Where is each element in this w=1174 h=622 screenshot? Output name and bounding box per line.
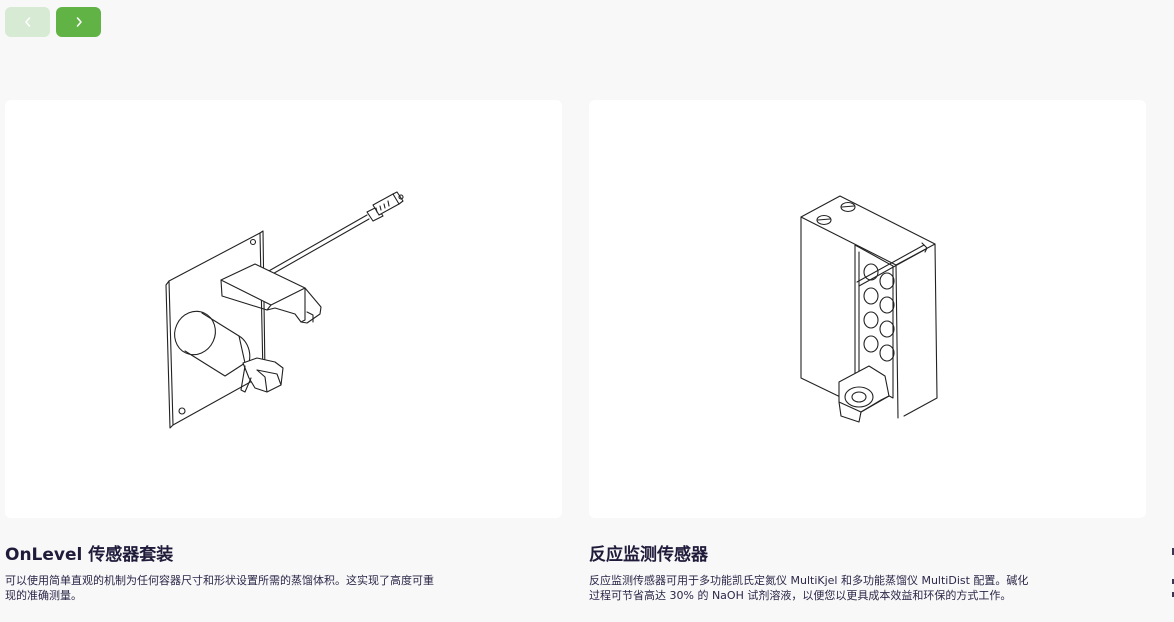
- next-card-peek: [1172, 548, 1174, 555]
- onlevel-sensor-illustration: [165, 191, 404, 429]
- carousel-next-button[interactable]: [56, 7, 101, 37]
- chevron-right-icon: [74, 16, 84, 28]
- next-card-peek: [1172, 579, 1174, 584]
- card-description: 反应监测传感器可用于多功能凯氏定氮仪 MultiKjel 和多功能蒸馏仪 Mul…: [589, 574, 1029, 602]
- onlevel-sensor-kit-image[interactable]: [5, 100, 562, 518]
- chevron-left-icon: [23, 16, 33, 28]
- next-card-peek: [1172, 592, 1174, 597]
- card-description: 可以使用简单直观的机制为任何容器尺寸和形状设置所需的蒸馏体积。这实现了高度可重现…: [5, 574, 434, 602]
- reaction-monitoring-sensor-image[interactable]: [589, 100, 1146, 518]
- card-title[interactable]: 反应监测传感器: [589, 545, 708, 565]
- carousel-prev-button[interactable]: [5, 7, 50, 37]
- card-title[interactable]: OnLevel 传感器套装: [5, 545, 174, 565]
- reaction-sensor-illustration: [800, 195, 938, 423]
